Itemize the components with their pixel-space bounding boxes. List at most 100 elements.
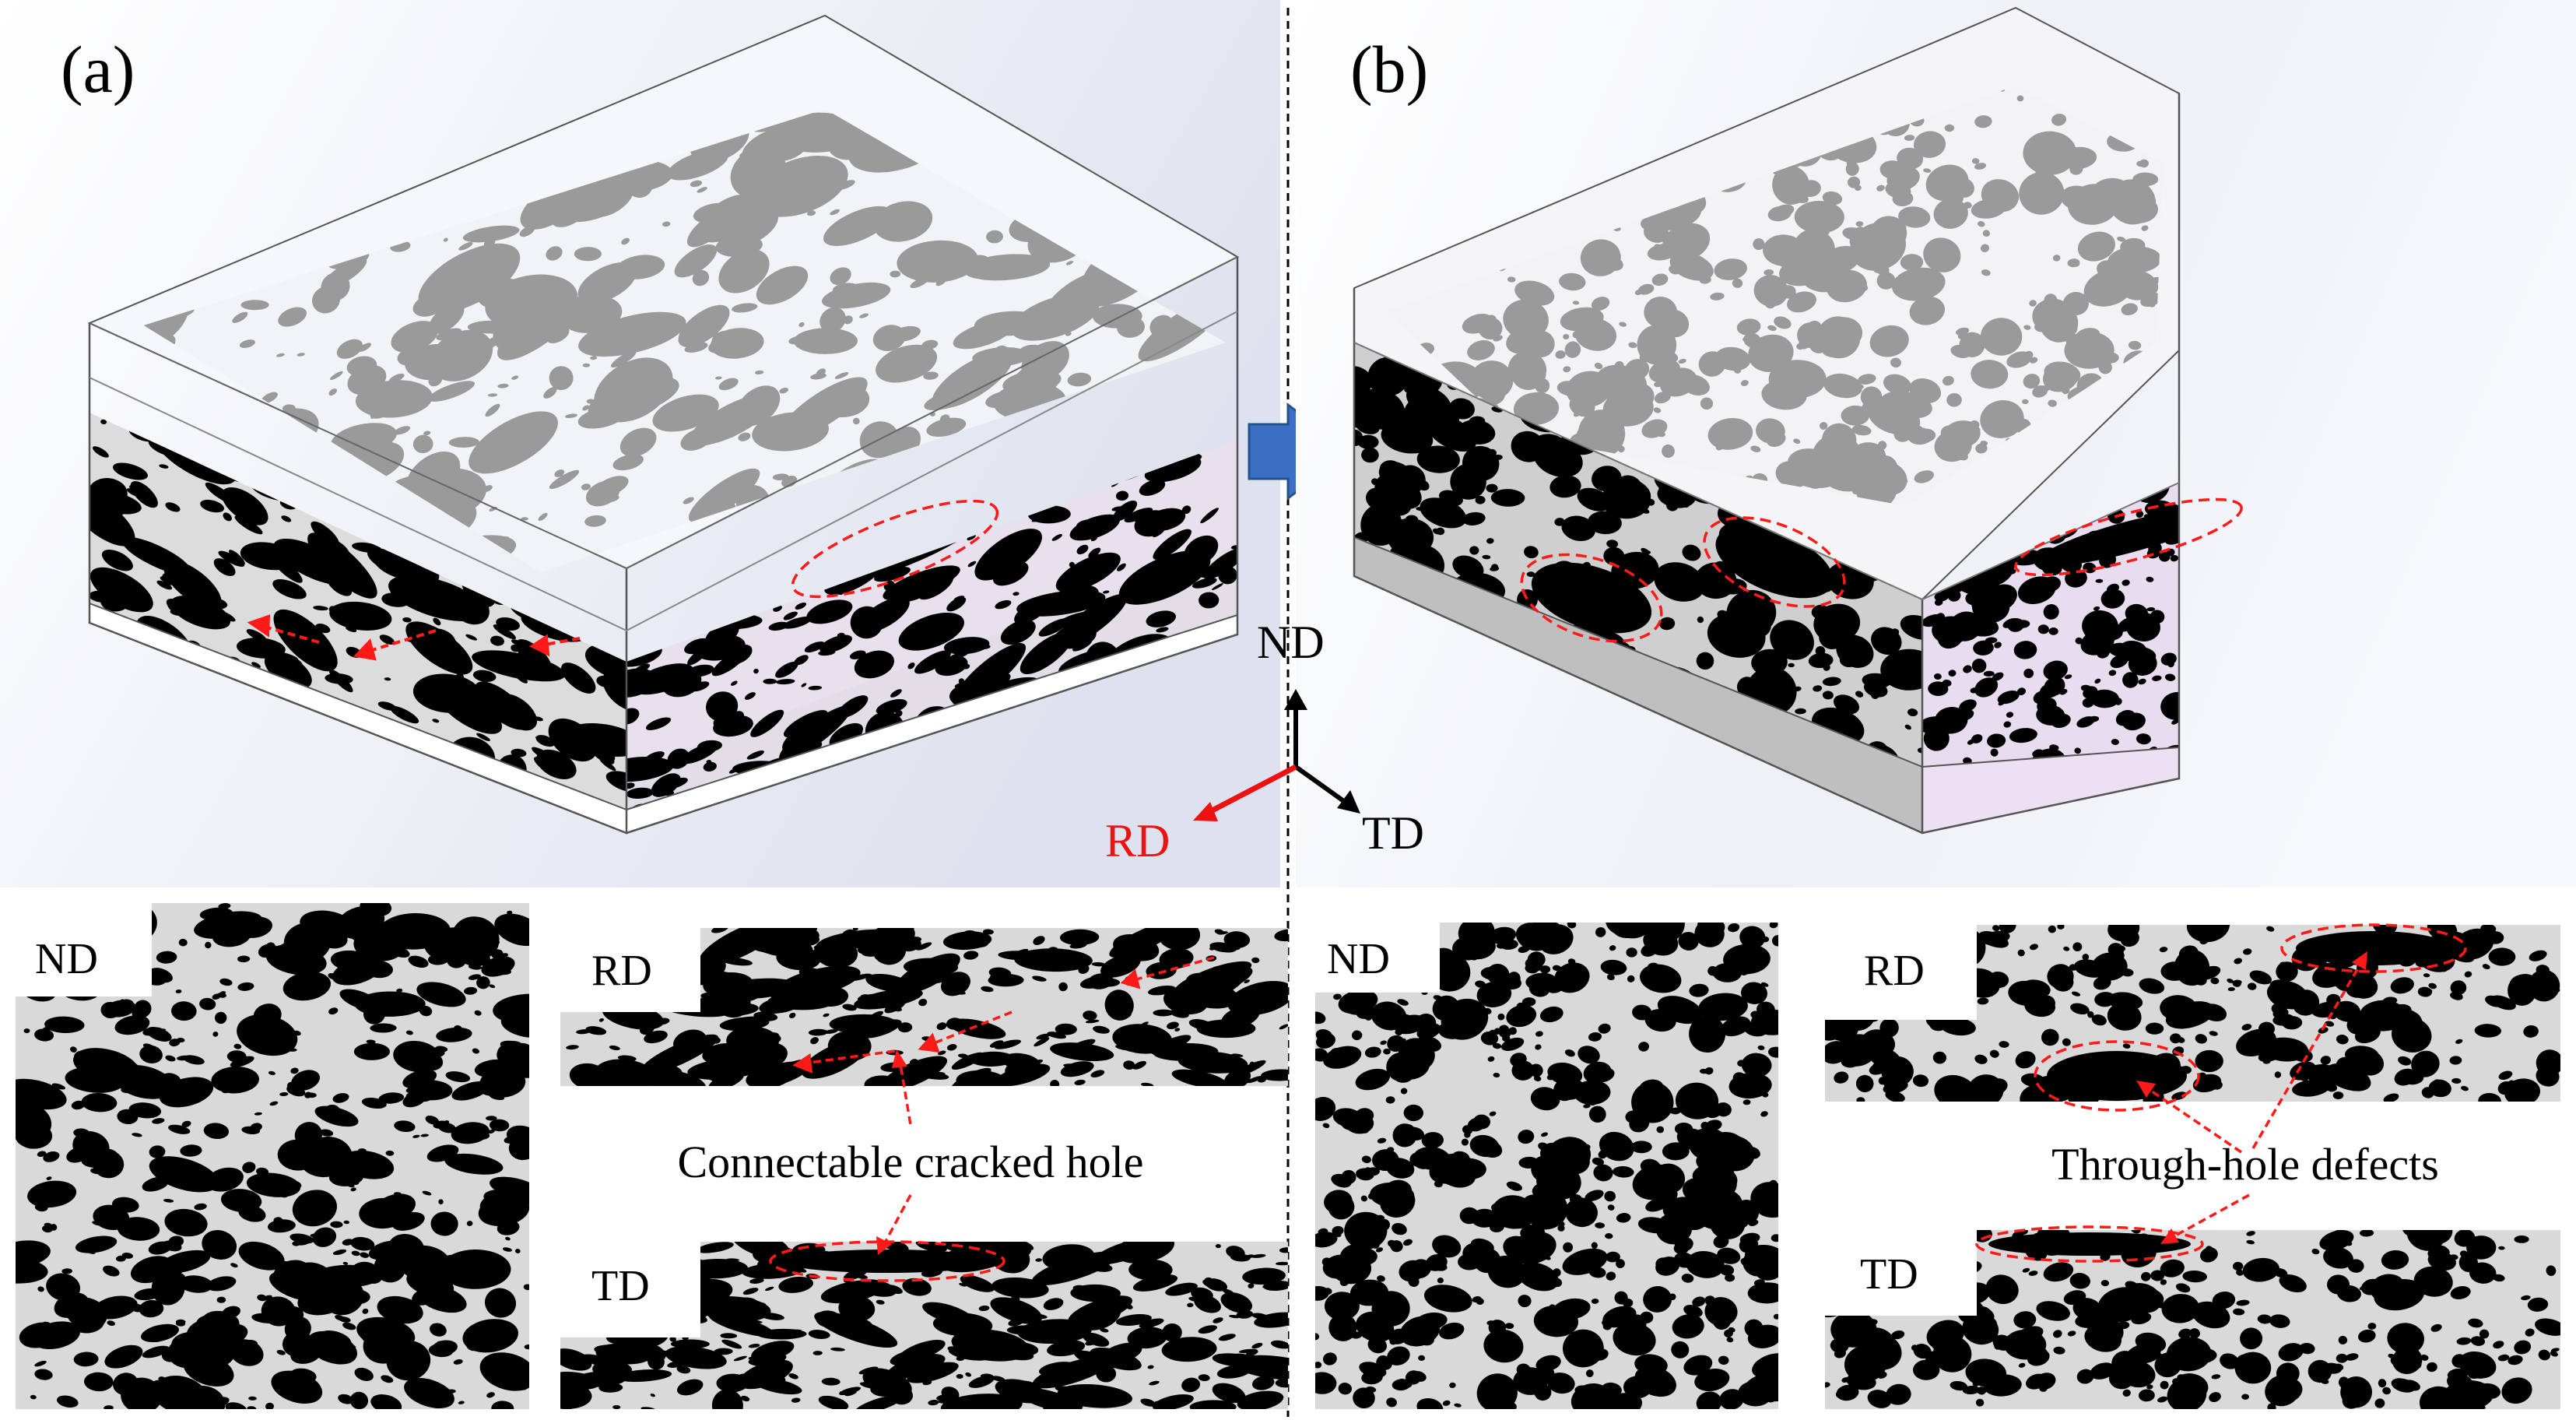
pore <box>507 910 513 915</box>
pore <box>2082 610 2118 642</box>
pore <box>1121 1012 1132 1019</box>
pore <box>199 997 216 1011</box>
pore <box>626 668 656 698</box>
pore <box>1566 371 1612 408</box>
pore <box>1876 1233 1886 1239</box>
pore <box>1563 1329 1604 1368</box>
pore <box>565 723 626 757</box>
pore <box>625 1331 639 1334</box>
pore <box>367 551 384 568</box>
pore <box>659 789 675 796</box>
pore <box>1719 1264 1735 1276</box>
section-b-nd: ND <box>1315 923 1778 1409</box>
pore <box>507 1065 517 1071</box>
pore <box>168 1235 184 1248</box>
pore <box>1740 380 1749 386</box>
pore <box>104 1405 114 1409</box>
pore <box>2325 1063 2371 1091</box>
pore <box>213 558 236 576</box>
pore <box>904 326 912 330</box>
pore <box>674 244 718 278</box>
pore <box>228 550 245 565</box>
pore <box>2047 317 2078 338</box>
pore <box>412 1134 420 1138</box>
pore <box>1406 1045 1434 1063</box>
pore <box>650 367 665 378</box>
pore <box>507 1125 529 1149</box>
pore <box>328 388 337 396</box>
pore <box>1940 1242 1950 1249</box>
defect <box>2047 1051 2187 1101</box>
pore <box>1753 354 1764 360</box>
pore <box>324 1278 331 1285</box>
pore <box>103 1265 120 1277</box>
pore <box>1696 652 1714 670</box>
pore <box>1328 1194 1355 1220</box>
pore <box>2535 1318 2560 1336</box>
pore <box>1212 583 1223 591</box>
pore <box>1792 450 1831 488</box>
pore <box>1606 923 1648 939</box>
pore <box>1458 420 1496 445</box>
pore <box>350 1261 379 1285</box>
pore <box>728 1323 742 1329</box>
pore <box>34 1203 48 1212</box>
pore <box>2182 1270 2207 1283</box>
pore <box>1593 1164 1613 1182</box>
pore <box>1833 1230 1863 1248</box>
pore <box>711 1037 721 1044</box>
pore <box>1747 1282 1778 1304</box>
pore <box>1127 1327 1167 1349</box>
pore <box>304 1091 312 1098</box>
pore <box>1416 1398 1444 1409</box>
pore <box>1043 1298 1064 1310</box>
pore <box>2327 1274 2350 1295</box>
pore <box>1124 1256 1131 1262</box>
pore <box>347 364 387 395</box>
pore <box>1622 1326 1637 1336</box>
pore <box>1491 1202 1507 1212</box>
pore <box>2269 1314 2290 1328</box>
pore <box>2382 1387 2391 1395</box>
pore <box>1077 1300 1121 1330</box>
pore <box>1705 1119 1722 1131</box>
pore <box>884 999 907 1014</box>
pore <box>1724 1329 1733 1337</box>
pore <box>1602 367 1648 406</box>
pore <box>1769 923 1778 929</box>
pore <box>511 375 519 380</box>
pore <box>523 1284 529 1291</box>
pore <box>314 1105 359 1127</box>
section-a-rd-label: RD <box>591 947 652 995</box>
pore <box>1891 628 1900 635</box>
pore <box>100 596 127 609</box>
pore <box>1604 257 1623 271</box>
pore <box>1450 463 1486 500</box>
pore <box>2374 1398 2385 1408</box>
pore <box>1449 1382 1456 1388</box>
pore <box>2122 1389 2131 1397</box>
pore <box>1420 923 1436 931</box>
pore <box>1459 1207 1479 1225</box>
pore <box>763 678 777 684</box>
pore <box>2131 1230 2141 1234</box>
pore <box>1132 1060 1146 1070</box>
pore <box>54 914 59 919</box>
pore <box>1525 1190 1568 1230</box>
pore <box>890 270 901 278</box>
pore <box>1332 1225 1344 1235</box>
pore <box>1367 1337 1388 1354</box>
pore <box>1178 513 1184 518</box>
pore <box>447 937 464 948</box>
defect <box>2296 931 2451 965</box>
pore <box>726 1008 734 1015</box>
pore <box>1978 220 1985 227</box>
pore <box>1036 1033 1050 1040</box>
pore <box>1933 198 1968 229</box>
pore <box>1860 386 1883 408</box>
pore <box>481 956 515 977</box>
pore <box>574 247 602 262</box>
pore <box>2032 749 2044 757</box>
pore <box>2351 1049 2385 1076</box>
pore <box>1713 1235 1729 1249</box>
